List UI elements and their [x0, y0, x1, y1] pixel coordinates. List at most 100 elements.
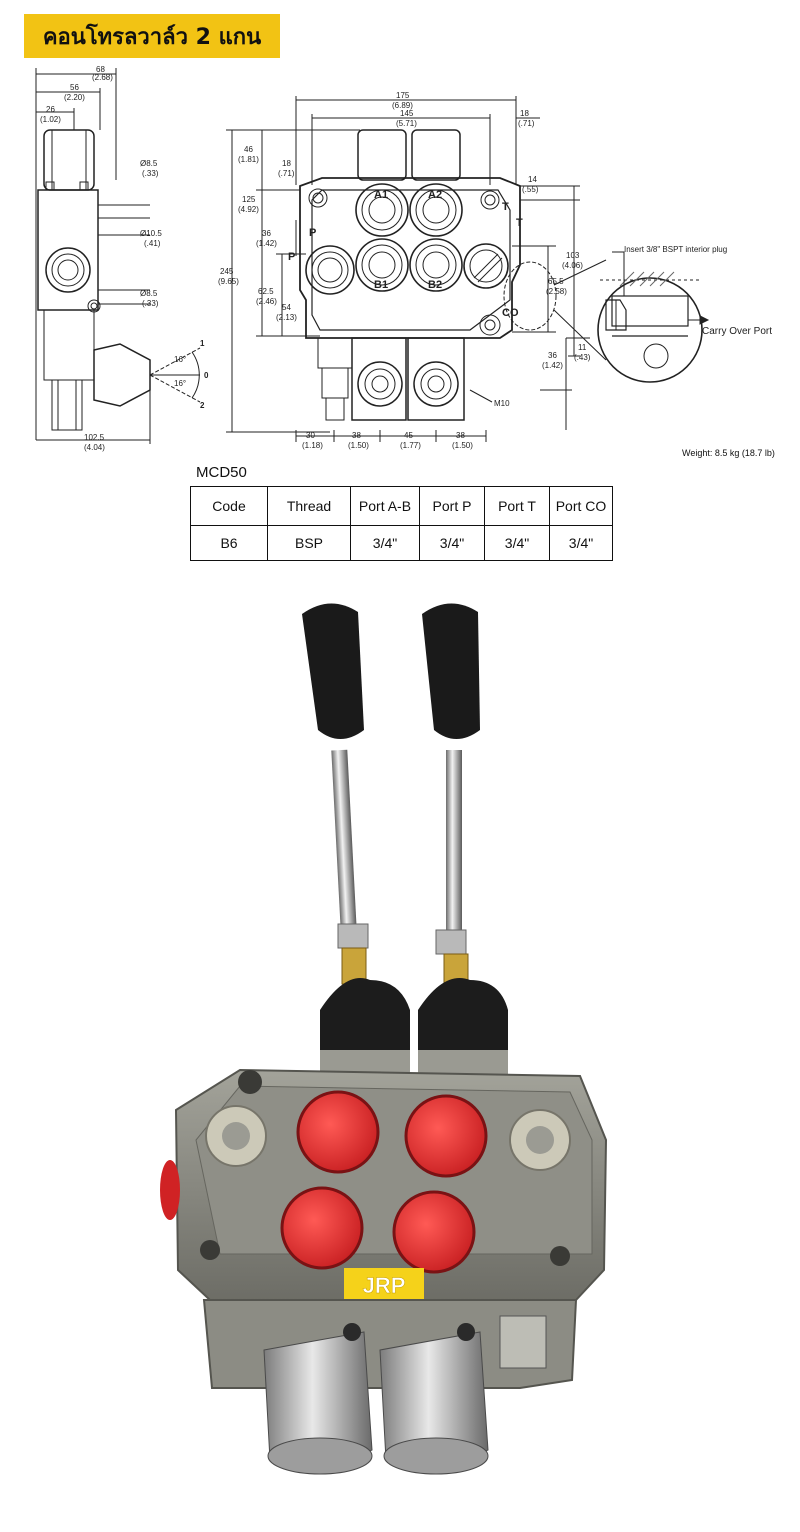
- dim-18-right-in: (.71): [518, 119, 535, 128]
- dim-bottom-45: 45: [404, 431, 413, 440]
- dim-68-in: (2.68): [92, 73, 113, 82]
- valve-photo: JRP: [160, 603, 608, 1475]
- dim-14: 14: [528, 175, 537, 184]
- dim-65-5-in: (2.58): [546, 287, 567, 296]
- dim-26: 26: [46, 105, 55, 114]
- dim-245: 245: [220, 267, 234, 276]
- cell-code: B6: [190, 525, 268, 561]
- port-cap-b1: [280, 1186, 364, 1270]
- cell-port-t: 3/4": [484, 525, 550, 561]
- cell-port-co: 3/4": [549, 525, 613, 561]
- dim-r85a-in: (.33): [142, 169, 159, 178]
- port-cap-a2: [404, 1094, 488, 1178]
- lever-pos-0: 0: [204, 371, 209, 380]
- model-name: MCD50: [196, 464, 247, 481]
- thread-m10: M10: [494, 399, 510, 408]
- dim-145-in: (5.71): [396, 119, 417, 128]
- lever-rod-right: [446, 750, 462, 930]
- dim-54: 54: [282, 303, 291, 312]
- dim-bottom-38b-in: (1.50): [452, 441, 473, 450]
- dim-18-left-in: (.71): [278, 169, 295, 178]
- dim-bottom-38b: 38: [456, 431, 465, 440]
- dim-11-in: (.43): [574, 353, 591, 362]
- dim-102-5: 102.5: [84, 433, 105, 442]
- angle-upper: 16°: [174, 355, 186, 364]
- weight-note: Weight: 8.5 kg (18.7 lb): [682, 448, 775, 458]
- lever-knob-left: [302, 603, 364, 739]
- dim-62-5-in: (2.46): [256, 297, 277, 306]
- dim-bottom-30-in: (1.18): [302, 441, 323, 450]
- lever-pos-2: 2: [200, 401, 205, 410]
- port-a2-label: A2: [428, 189, 442, 201]
- technical-drawing: 68 (2.68) 56 (2.20) 26 (1.02) Ø8.5 (.33)…: [35, 65, 772, 452]
- port-p-face-label: P: [309, 227, 316, 239]
- dim-18-right: 18: [520, 109, 529, 118]
- cell-thread: BSP: [267, 525, 351, 561]
- dim-54-in: (2.13): [276, 313, 297, 322]
- header-thread: Thread: [267, 486, 351, 526]
- port-t-face-label: T: [502, 201, 509, 213]
- port-cap-b2: [392, 1190, 476, 1274]
- lever-knob-right: [422, 603, 480, 739]
- lever-pos-1: 1: [200, 339, 205, 348]
- dim-102-5-in: (4.04): [84, 443, 105, 452]
- dim-26-in: (1.02): [40, 115, 61, 124]
- spec-table: Code Thread Port A-B Port P Port T Port …: [190, 486, 613, 561]
- dim-62-5: 62.5: [258, 287, 274, 296]
- rubber-boot-right: [418, 978, 508, 1060]
- dim-103-in: (4.06): [562, 261, 583, 270]
- cell-port-p: 3/4": [419, 525, 485, 561]
- cell-port-ab: 3/4": [350, 525, 420, 561]
- header-port-ab: Port A-B: [350, 486, 420, 526]
- spec-table-header: Code Thread Port A-B Port P Port T Port …: [190, 486, 613, 526]
- dim-r105: Ø10.5: [140, 229, 162, 238]
- front-view: [226, 96, 607, 442]
- dim-r85b: Ø8.5: [140, 289, 158, 298]
- dim-36-left: 36: [262, 229, 271, 238]
- dim-bottom-38a-in: (1.50): [348, 441, 369, 450]
- port-co-label: CO: [502, 307, 519, 319]
- page-title-badge: คอนโทรลวาล์ว 2 แกน: [24, 14, 280, 58]
- dim-103: 103: [566, 251, 580, 260]
- port-p-side-label: P: [288, 251, 295, 263]
- header-code: Code: [190, 486, 268, 526]
- dim-46: 46: [244, 145, 253, 154]
- dim-36-right-in: (1.42): [542, 361, 563, 370]
- dim-56: 56: [70, 83, 79, 92]
- dim-36-right: 36: [548, 351, 557, 360]
- dim-r105-in: (.41): [144, 239, 161, 248]
- header-port-co: Port CO: [549, 486, 613, 526]
- detail-view: [597, 251, 710, 383]
- dim-65-5: 65.5: [548, 277, 564, 286]
- dim-145: 145: [400, 109, 414, 118]
- dim-56-in: (2.20): [64, 93, 85, 102]
- jrp-logo-text: JRP: [363, 1273, 406, 1298]
- dim-175-in: (6.89): [392, 101, 413, 110]
- dim-125-in: (4.92): [238, 205, 259, 214]
- dim-bottom-30: 30: [306, 431, 315, 440]
- port-b2-label: B2: [428, 279, 442, 291]
- lever-rod-left: [331, 749, 357, 931]
- dim-36-left-in: (1.42): [256, 239, 277, 248]
- insert-plug-note: Insert 3/8" BSPT interior plug: [624, 245, 727, 254]
- header-port-p: Port P: [419, 486, 485, 526]
- dim-46-in: (1.81): [238, 155, 259, 164]
- dim-r85b-in: (.33): [142, 299, 159, 308]
- dim-bottom-38a: 38: [352, 431, 361, 440]
- port-cap-a1: [296, 1090, 380, 1174]
- dim-14-in: (.55): [522, 185, 539, 194]
- dim-r85a: Ø8.5: [140, 159, 158, 168]
- dim-18-left: 18: [282, 159, 291, 168]
- header-port-t: Port T: [484, 486, 550, 526]
- dim-11: 11: [578, 343, 587, 352]
- port-b1-label: B1: [374, 279, 388, 291]
- page-title: คอนโทรลวาล์ว 2 แกน: [42, 24, 262, 50]
- dim-175: 175: [396, 91, 410, 100]
- dim-125: 125: [242, 195, 256, 204]
- jrp-logo: [344, 1268, 424, 1302]
- port-a1-label: A1: [374, 189, 388, 201]
- dim-bottom-45-in: (1.77): [400, 441, 421, 450]
- table-row: B6 BSP 3/4" 3/4" 3/4" 3/4": [190, 525, 613, 561]
- side-view: [35, 68, 201, 444]
- dim-245-in: (9.65): [218, 277, 239, 286]
